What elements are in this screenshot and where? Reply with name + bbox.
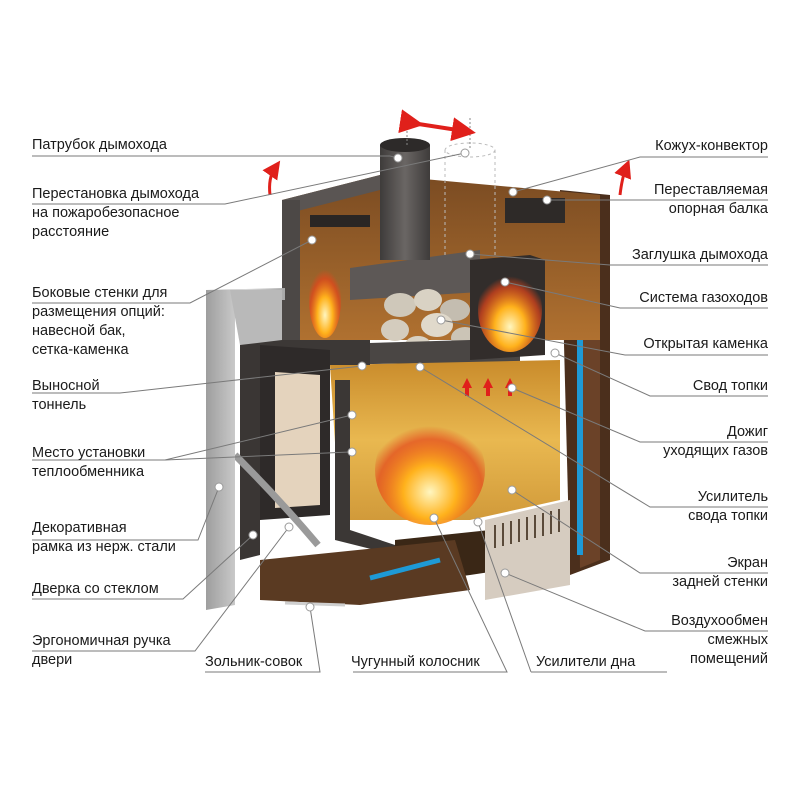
label-firebox-vault: Свод топки [692,378,768,394]
cold-air-channel [577,225,583,555]
label-chimney-plug: Заглушка дымохода [631,247,768,263]
firebox [330,360,560,555]
label-glass-door: Дверка со стеклом [32,581,159,597]
label-side-walls: Боковые стенки для размещения опций: нав… [32,285,168,358]
label-heat-exchanger-place: Место установки теплообменника [32,445,146,480]
label-open-heater: Открытая каменка [643,336,768,352]
door-glass [275,372,320,508]
label-chimney-pipe: Патрубок дымохода [32,137,167,153]
decorative-frame [206,288,285,610]
convection-arrow-right [614,159,632,196]
label-rear-screen: Экран задней стенки [672,555,768,590]
label-ash-pan: Зольник-совок [205,654,303,670]
label-decorative-frame: Декоративная рамка из нерж. стали [32,520,176,555]
ash-pan [260,540,470,605]
chimney-shift-arrow [398,109,476,142]
convection-arrow-left [262,160,281,196]
label-gas-duct-system: Система газоходов [639,290,768,306]
label-remote-tunnel: Выносной тоннель [32,378,100,413]
label-cast-iron-grate: Чугунный колосник [351,654,480,670]
label-air-exchange: Воздухообмен смежных помещений [671,613,768,667]
ash-pan-handle [284,601,346,607]
fire [375,415,485,525]
label-support-beam: Переставляемая опорная балка [653,182,768,217]
duct-flame [478,268,542,352]
rear-screen [485,500,570,600]
callout-dots [214,148,560,612]
label-bottom-reinforcements: Усилители дна [536,654,636,670]
label-convector-casing: Кожух-конвектор [655,138,768,154]
air-flow-arrow [369,557,441,581]
side-flame [309,262,341,338]
gas-duct-plate [350,250,480,300]
label-vault-reinforcement: Усилитель свода топки [688,489,768,524]
tunnel-and-door [232,340,370,560]
door-handle [232,452,321,548]
label-chimney-relocation: Перестановка дымохода на пожаробезопасно… [32,186,200,240]
label-afterburning: Дожиг уходящих газов [663,424,768,459]
chimney-pipe [380,115,496,260]
label-ergonomic-handle: Эргономичная ручка двери [32,633,171,668]
